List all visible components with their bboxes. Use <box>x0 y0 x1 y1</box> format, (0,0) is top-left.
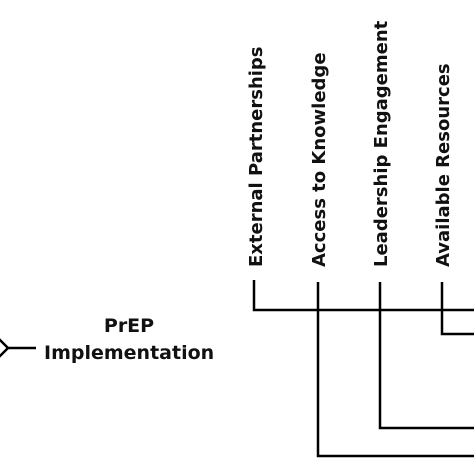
connector-leadership-engagement <box>378 282 474 430</box>
factor-text-available-resources: Available Resources <box>433 63 454 267</box>
factor-text-external-partnerships: External Partnerships <box>246 46 267 267</box>
diamond-arrowhead-icon <box>0 338 10 358</box>
outcome-label-line2: Implementation <box>44 342 215 364</box>
factor-text-leadership-engagement: Leadership Engagement <box>371 20 392 267</box>
outcome-label: PrEP Implementation <box>44 313 214 367</box>
outcome-label-line1: PrEP <box>103 315 155 337</box>
connector-access-to-knowledge <box>316 282 474 458</box>
factor-text-access-to-knowledge: Access to Knowledge <box>309 52 330 267</box>
connector-external-partnerships <box>252 280 474 312</box>
connector-available-resources <box>440 282 474 336</box>
